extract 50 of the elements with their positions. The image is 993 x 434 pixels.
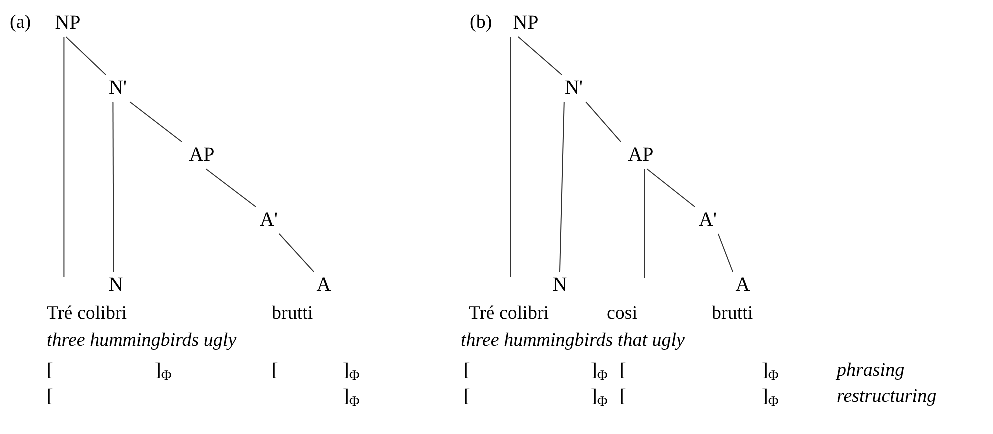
text-label: brutti bbox=[712, 303, 754, 325]
category-label: AP bbox=[621, 144, 661, 166]
category-label: NP bbox=[49, 12, 87, 34]
tree-branch bbox=[66, 36, 106, 76]
text-label: [ bbox=[620, 360, 626, 382]
text-label: ]$_{Φ}$ bbox=[343, 386, 360, 408]
text-label: cosi bbox=[607, 303, 638, 325]
tree-branch bbox=[718, 234, 734, 272]
text-label: ]$_{Φ}$ bbox=[591, 386, 608, 408]
tree-branch bbox=[64, 36, 65, 278]
category-label: A' bbox=[256, 209, 282, 231]
text-label: (a) bbox=[10, 12, 32, 34]
category-label: A' bbox=[695, 209, 721, 231]
text-label: ]$_{Φ}$ bbox=[762, 360, 779, 382]
tree-branch bbox=[130, 102, 182, 142]
text-label: [ bbox=[272, 360, 278, 382]
text-label: ]$_{Φ}$ bbox=[343, 360, 360, 382]
tree-branch bbox=[112, 102, 114, 272]
text-label: [ bbox=[464, 360, 470, 382]
tree-branch bbox=[646, 168, 696, 208]
text-label: ]$_{Φ}$ bbox=[155, 360, 172, 382]
text-label: [ bbox=[47, 360, 54, 382]
category-label: NP bbox=[507, 12, 545, 34]
gloss-text: three hummingbirds that ugly bbox=[461, 330, 685, 352]
text-label: Tré colibri bbox=[47, 303, 128, 325]
tree-branch bbox=[206, 168, 256, 208]
text-label: (b) bbox=[470, 12, 492, 34]
gloss-text: restructuring bbox=[837, 386, 937, 408]
category-label: A bbox=[314, 274, 334, 296]
category-label: A bbox=[733, 274, 753, 296]
gloss-text: phrasing bbox=[837, 360, 905, 382]
text-label: Tré colibri bbox=[469, 303, 550, 325]
category-label: AP bbox=[182, 144, 222, 166]
tree-branch bbox=[586, 102, 622, 142]
text-label: [ bbox=[47, 386, 54, 408]
category-label: N bbox=[549, 274, 571, 296]
tree-branch bbox=[510, 36, 512, 278]
tree-branch bbox=[644, 168, 646, 278]
category-label: N' bbox=[562, 77, 586, 99]
text-label: brutti bbox=[272, 303, 314, 325]
tree-branch bbox=[518, 36, 562, 76]
category-label: N' bbox=[106, 77, 130, 99]
tree-branch bbox=[278, 234, 314, 272]
text-label: ]$_{Φ}$ bbox=[762, 386, 779, 408]
category-label: N bbox=[105, 274, 127, 296]
tree-branch bbox=[560, 102, 565, 272]
gloss-text: three hummingbirds ugly bbox=[47, 330, 237, 352]
text-label: [ bbox=[464, 386, 470, 408]
text-label: [ bbox=[620, 386, 626, 408]
text-label: ]$_{Φ}$ bbox=[591, 360, 608, 382]
